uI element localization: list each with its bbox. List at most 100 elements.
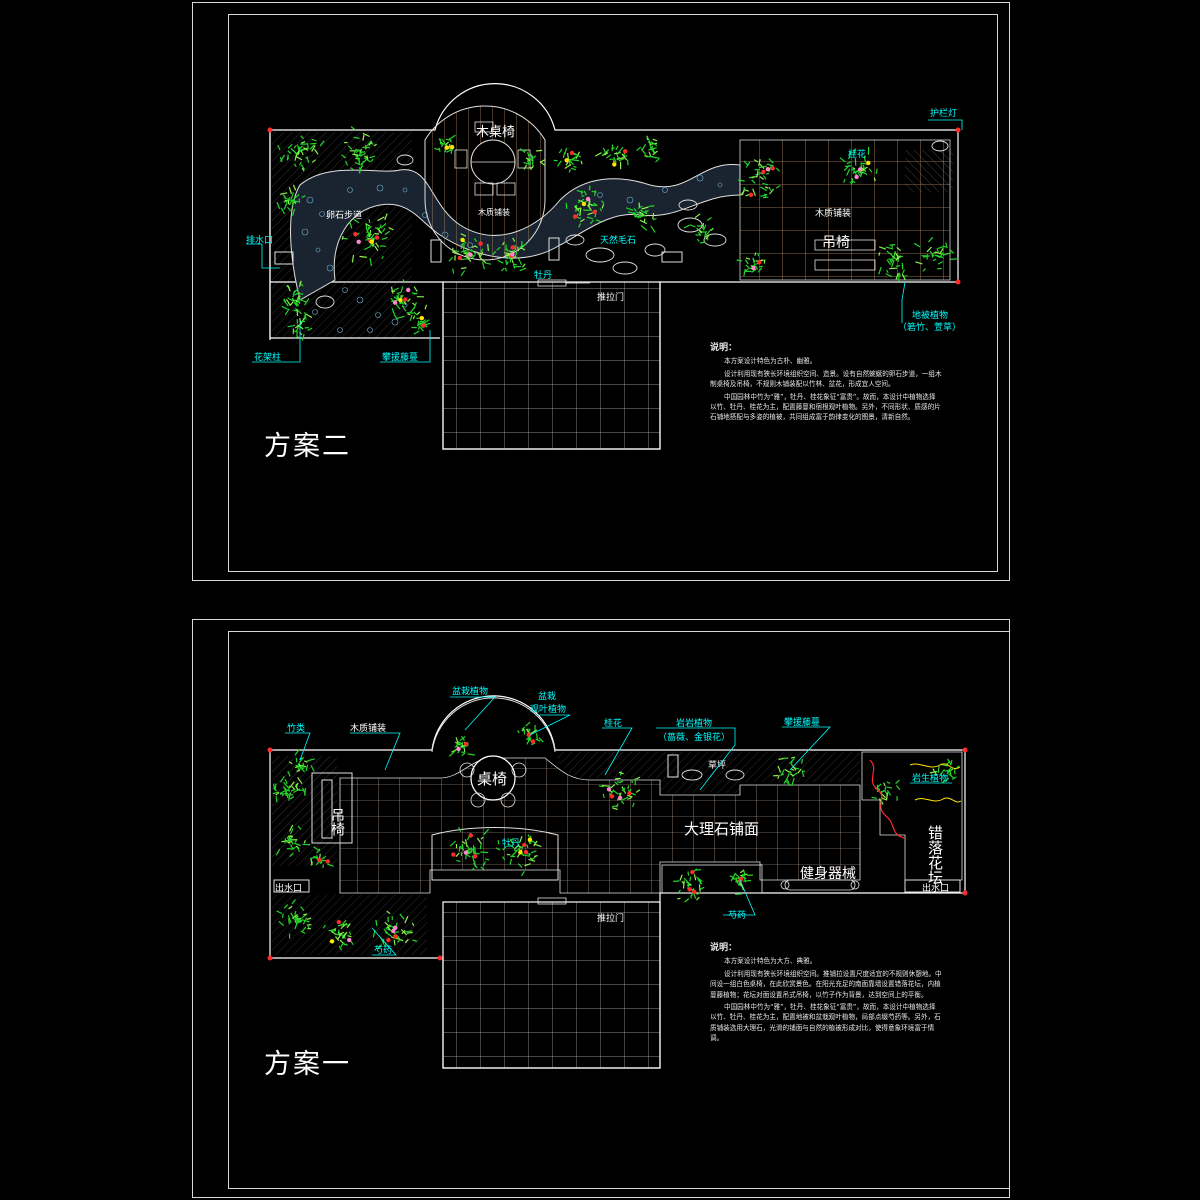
leaf-mark bbox=[621, 153, 628, 161]
leaf-mark bbox=[288, 187, 292, 194]
leaf-mark bbox=[296, 845, 301, 853]
leaf-mark bbox=[504, 267, 508, 272]
plan-two-notes: 说明： 本方案设计特色为古朴、幽雅。 设计利用现有狭长环境组织空间、造景。设有自… bbox=[710, 343, 942, 425]
leaf-mark bbox=[619, 780, 624, 784]
leaf-mark bbox=[462, 243, 465, 251]
leaf-mark bbox=[780, 769, 785, 776]
leaf-mark bbox=[601, 204, 605, 209]
leaf-mark bbox=[626, 207, 634, 211]
leaf-mark bbox=[337, 933, 342, 940]
leaf-mark bbox=[851, 167, 856, 170]
leaf-mark bbox=[729, 875, 735, 879]
leaf-mark bbox=[455, 742, 460, 747]
leaf-mark bbox=[791, 768, 795, 772]
leaf-mark bbox=[460, 267, 467, 270]
flower-mark bbox=[866, 160, 871, 166]
leaf-mark bbox=[472, 852, 480, 855]
leaf-mark bbox=[512, 263, 517, 266]
leaf-mark bbox=[406, 312, 414, 314]
leaf-mark bbox=[458, 826, 462, 832]
flower-mark bbox=[421, 323, 426, 328]
leaf-mark bbox=[535, 738, 541, 742]
leaf-mark bbox=[595, 219, 602, 223]
leaf-mark bbox=[508, 250, 515, 253]
leaf-mark bbox=[290, 147, 297, 154]
leaf-mark bbox=[738, 179, 745, 182]
leaf-mark bbox=[523, 164, 528, 170]
leaf-mark bbox=[655, 158, 660, 163]
leaf-mark bbox=[579, 208, 582, 217]
leaf-mark bbox=[455, 852, 460, 858]
leaf-mark bbox=[694, 213, 701, 218]
leaf-mark bbox=[341, 154, 347, 159]
leaf-mark bbox=[384, 230, 390, 236]
leaf-mark bbox=[587, 212, 594, 216]
leaf-mark bbox=[295, 782, 299, 786]
flower-mark bbox=[770, 166, 775, 171]
leaf-mark bbox=[652, 217, 657, 221]
callout-osmanthus-1: 桂花 bbox=[604, 717, 622, 729]
plan-two-notes-p2: 设计利用现有狭长环境组织空间、造景。设有自然蜿蜒的卵石步道，一组木制桌椅及吊椅，… bbox=[710, 369, 942, 389]
leaf-mark bbox=[502, 846, 507, 851]
leaf-mark bbox=[752, 258, 756, 262]
leaf-mark bbox=[528, 728, 531, 732]
plan-one-lower-planter bbox=[661, 864, 763, 894]
leaf-mark bbox=[296, 915, 302, 923]
leaf-mark bbox=[763, 259, 766, 264]
leaf-mark bbox=[307, 758, 315, 762]
round-wood-deck bbox=[424, 105, 546, 261]
leaf-mark bbox=[778, 757, 784, 760]
leaf-mark bbox=[288, 199, 293, 206]
leaf-mark bbox=[298, 282, 304, 287]
leaf-mark bbox=[300, 141, 306, 144]
leaf-mark bbox=[275, 848, 281, 856]
leaf-mark bbox=[627, 211, 636, 215]
leaf-mark bbox=[291, 786, 296, 791]
natural-stones bbox=[315, 140, 949, 309]
leaf-mark bbox=[275, 791, 280, 796]
leaf-mark bbox=[301, 167, 305, 172]
leaf-mark bbox=[932, 258, 937, 262]
leaf-mark bbox=[932, 768, 938, 776]
leaf-mark bbox=[765, 172, 770, 175]
leaf-mark bbox=[756, 170, 759, 178]
plan-one-notes: 说明： 本方案设计特色为大方、典雅。 设计利用现有狭长环境组织空间。推铺拉设置尺… bbox=[710, 943, 942, 1046]
leaf-mark bbox=[895, 785, 901, 791]
leaf-mark bbox=[790, 760, 793, 766]
leaf-mark bbox=[519, 835, 523, 843]
callout-potted-plants: 盆栽植物 bbox=[452, 685, 488, 697]
leaf-mark bbox=[757, 267, 763, 273]
leaf-mark bbox=[445, 138, 452, 141]
leaf-mark bbox=[609, 790, 614, 796]
leaf-mark bbox=[612, 789, 619, 795]
leaf-mark bbox=[294, 785, 299, 791]
leaf-mark bbox=[391, 308, 396, 315]
leaf-mark bbox=[760, 186, 768, 192]
label-table-chairs: 桌椅 bbox=[477, 770, 507, 788]
leaf-mark bbox=[677, 897, 681, 900]
leaf-mark bbox=[384, 931, 392, 937]
flower-mark bbox=[444, 145, 450, 150]
tiered-bed-red-sketch bbox=[869, 759, 905, 839]
leaf-mark bbox=[533, 855, 538, 857]
leaf-mark bbox=[893, 250, 896, 259]
leaf-mark bbox=[637, 205, 643, 209]
leaf-mark bbox=[283, 299, 289, 307]
leaf-mark bbox=[514, 244, 517, 251]
callout-railing-light: 护栏灯 bbox=[930, 107, 957, 119]
leaf-mark bbox=[940, 769, 945, 776]
leaf-mark bbox=[933, 251, 938, 254]
leaf-mark bbox=[292, 184, 297, 191]
leaf-mark bbox=[305, 156, 309, 159]
leaf-mark bbox=[862, 164, 867, 173]
leaf-mark bbox=[651, 145, 654, 150]
leaf-mark bbox=[886, 250, 893, 257]
leaf-mark bbox=[298, 756, 305, 763]
leaf-mark bbox=[941, 777, 950, 784]
leaf-mark bbox=[620, 800, 625, 805]
leaf-mark bbox=[354, 162, 361, 166]
leaf-mark bbox=[381, 255, 384, 260]
leaf-mark bbox=[529, 165, 535, 171]
leaf-mark bbox=[745, 257, 751, 260]
leaf-mark bbox=[302, 917, 308, 925]
